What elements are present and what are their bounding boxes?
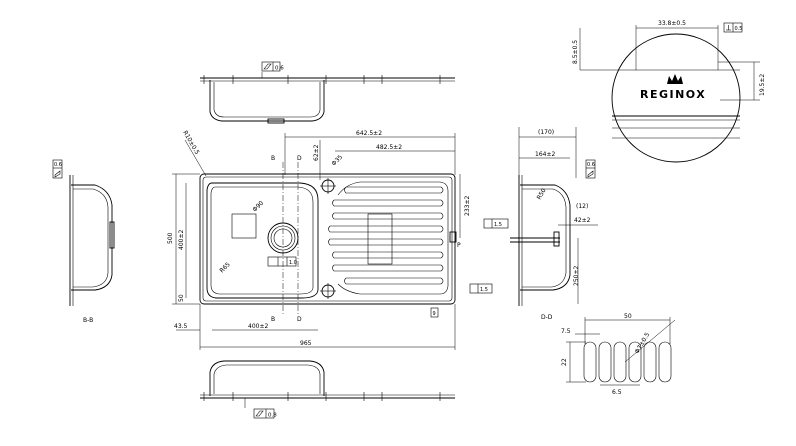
dim-right-12: (12) — [576, 203, 588, 210]
dim-top-62: 62±2 — [313, 144, 320, 161]
slot-pattern-detail: 50 7.5 22 6.5 Φ7±0.5 — [561, 313, 676, 396]
dd-parallel-frame: 1.5 — [483, 218, 509, 229]
dim-bottom-50: 50 — [178, 294, 185, 302]
main-plan-view: B D B D 1.0 P 1.5 9 — [167, 130, 493, 350]
svg-text:9: 9 — [433, 311, 436, 317]
svg-text:1.5: 1.5 — [480, 287, 488, 293]
bottom-elevation-view: 0.8 — [200, 360, 455, 419]
section-d-top: D — [297, 155, 302, 162]
svg-text:0.6: 0.6 — [587, 162, 595, 168]
dim-bowl-depth: 400±2 — [178, 230, 185, 250]
detail-view-circle: REGINOX 33.8±0.5 8.5±0.5 19.5±2 0.5 — [572, 20, 766, 163]
dim-642: 642.5±2 — [356, 130, 382, 137]
section-d-bottom: D — [297, 316, 302, 323]
brand-logo-text: REGINOX — [640, 88, 706, 101]
dim-detail-19: 19.5±2 — [759, 74, 766, 96]
svg-text:0.6: 0.6 — [54, 162, 62, 168]
overflow-outlet — [449, 231, 457, 243]
svg-text:1.0: 1.0 — [289, 260, 297, 266]
dim-right-42: 42±2 — [574, 217, 591, 224]
section-bb-view: 0.6 B-B — [52, 159, 115, 324]
dim-r65: R65 — [218, 261, 231, 274]
dim-hole-phi: Φ35 — [330, 154, 344, 168]
dim-radius-r10: R10±0.5 — [181, 130, 200, 156]
dim-slot-phi: Φ7±0.5 — [634, 331, 652, 355]
flatness-frame-top: 0.6 — [261, 61, 284, 72]
dim-left-offset: 43.5 — [174, 323, 188, 330]
top-elevation-view: 0.6 — [200, 61, 455, 124]
dim-right-250: 250±2 — [573, 266, 580, 286]
tap-hole-top — [320, 178, 336, 194]
flatness-frame-bottom: 0.8 — [253, 408, 277, 419]
dim-detail-33: 33.8±0.5 — [658, 20, 686, 27]
brand-crown-icon — [667, 74, 683, 84]
svg-text:1.5: 1.5 — [494, 222, 502, 228]
flatness-top-value: 0.6 — [275, 66, 284, 72]
dim-slot-22: 22 — [561, 358, 568, 366]
flatness-frame-right: 0.6 — [585, 159, 596, 179]
dim-slot-7: 7.5 — [561, 328, 571, 335]
section-label-bb: B-B — [83, 317, 93, 324]
svg-text:0.8: 0.8 — [268, 413, 277, 419]
section-b-top: B — [271, 155, 275, 162]
right-parallel-frame: 1.5 — [469, 283, 493, 294]
dim-drain-phi: Φ90 — [251, 200, 265, 214]
dim-slot-6: 6.5 — [612, 389, 622, 396]
flatness-frame-left: 0.6 — [52, 159, 63, 179]
dim-dd-164: 164±2 — [535, 151, 555, 158]
dim-dd-170: (170) — [538, 129, 554, 136]
dim-overall-width: 965 — [300, 340, 312, 347]
drain-parallel-frame: 1.0 — [267, 256, 297, 267]
section-b-bottom: B — [271, 316, 275, 323]
dim-depth-500: 500 — [167, 232, 174, 244]
dim-detail-8: 8.5±0.5 — [572, 40, 579, 64]
tap-hole-bottom — [320, 283, 336, 299]
dim-482: 482.5±2 — [376, 144, 402, 151]
section-label-dd: D-D — [541, 314, 553, 321]
bowl-outline — [206, 182, 319, 299]
drain-outlet — [267, 222, 299, 254]
drainer-ribs — [328, 186, 444, 285]
marker-p: P — [457, 242, 461, 249]
svg-text:0.5: 0.5 — [735, 26, 743, 32]
section-dd-view: (170) 164±2 R50 (12) 42±2 250±2 0.6 1.5 … — [483, 127, 598, 321]
detail-perp-frame: 0.5 — [723, 22, 743, 33]
dim-right-233: 233±2 — [464, 196, 471, 216]
dim-bowl-width: 400±2 — [248, 323, 268, 330]
dim-slot-50: 50 — [624, 313, 632, 320]
